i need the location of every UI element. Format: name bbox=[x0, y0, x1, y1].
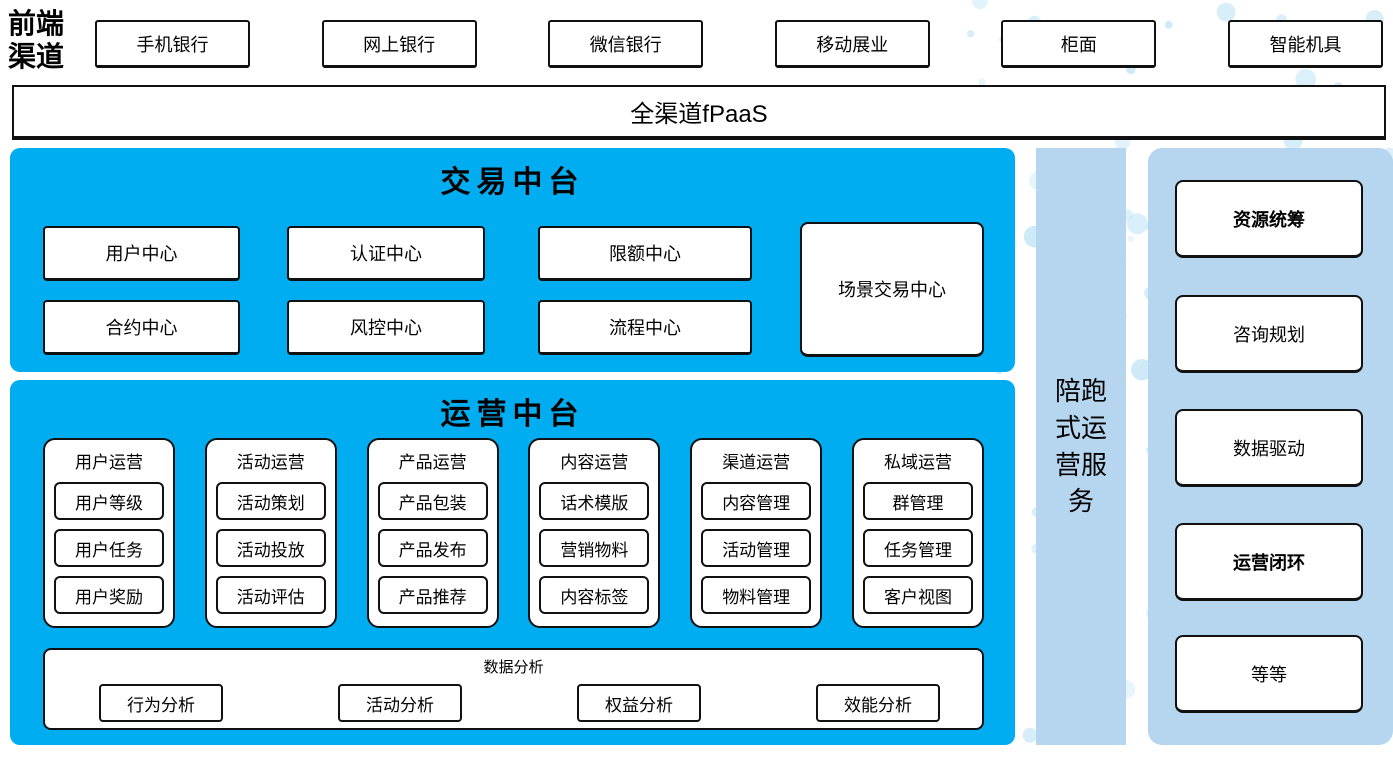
opitem: 产品推荐 bbox=[377, 576, 488, 614]
frontend-channels-label: 前端渠道 bbox=[8, 9, 65, 74]
data-analysis-strip: 数据分析 行为分析 活动分析 权益分析 效能分析 bbox=[43, 648, 984, 730]
opcol-private-domain-operation: 私域运营 群管理 任务管理 客户视图 bbox=[851, 438, 984, 628]
node-limit-center: 限额中心 bbox=[538, 226, 752, 281]
node-user-center: 用户中心 bbox=[43, 226, 240, 281]
channel-box-counter: 柜面 bbox=[1001, 20, 1157, 68]
opitem: 内容管理 bbox=[701, 482, 812, 520]
opitem: 任务管理 bbox=[862, 529, 973, 567]
channel-box-mobile-banking: 手机银行 bbox=[95, 20, 250, 68]
data-analysis-title: 数据分析 bbox=[483, 659, 544, 676]
opcol-activity-operation: 活动运营 活动策划 活动投放 活动评估 bbox=[204, 438, 337, 628]
opitem: 用户任务 bbox=[54, 529, 164, 567]
service-data-driven: 数据驱动 bbox=[1175, 409, 1363, 487]
companion-service-label: 陪跑式运营服务 bbox=[1054, 375, 1107, 517]
analysis-efficiency: 效能分析 bbox=[816, 684, 940, 722]
opitem: 客户视图 bbox=[862, 576, 973, 614]
analysis-behavior: 行为分析 bbox=[99, 684, 223, 722]
operation-platform-section: 运营中台 用户运营 用户等级 用户任务 用户奖励 活动运营 活动策划 活动投放 … bbox=[10, 380, 1015, 745]
trade-platform-section: 交易中台 用户中心 认证中心 限额中心 合约中心 风控中心 流程中心 场景交易中… bbox=[10, 148, 1015, 372]
opcol-header: 渠道运营 bbox=[722, 453, 791, 472]
opitem: 产品发布 bbox=[377, 529, 488, 567]
node-risk-center: 风控中心 bbox=[287, 300, 485, 355]
channel-box-wechat-banking: 微信银行 bbox=[548, 20, 704, 68]
node-contract-center: 合约中心 bbox=[43, 300, 240, 355]
node-auth-center: 认证中心 bbox=[287, 226, 485, 281]
opitem: 物料管理 bbox=[701, 576, 812, 614]
fpaas-bar: 全渠道fPaaS bbox=[12, 85, 1386, 140]
channel-box-online-banking: 网上银行 bbox=[321, 20, 477, 68]
companion-service-bar: 陪跑式运营服务 bbox=[1036, 148, 1126, 745]
opcol-content-operation: 内容运营 话术模版 营销物料 内容标签 bbox=[528, 438, 661, 628]
opitem: 产品包装 bbox=[377, 482, 488, 520]
node-scenario-trade-center: 场景交易中心 bbox=[800, 222, 984, 357]
service-operation-loop: 运营闭环 bbox=[1175, 523, 1363, 601]
channel-box-smart-machines: 智能机具 bbox=[1227, 20, 1383, 68]
opcol-header: 内容运营 bbox=[560, 453, 629, 472]
opcol-header: 私域运营 bbox=[883, 453, 952, 472]
opcol-header: 用户运营 bbox=[75, 453, 143, 472]
service-consulting-planning: 咨询规划 bbox=[1175, 295, 1363, 373]
opitem: 用户奖励 bbox=[54, 576, 164, 614]
service-resource-coordination: 资源统筹 bbox=[1175, 180, 1363, 258]
opitem: 活动投放 bbox=[215, 529, 326, 567]
trade-platform-title: 交易中台 bbox=[440, 166, 585, 199]
node-process-center: 流程中心 bbox=[538, 300, 752, 355]
opitem: 话术模版 bbox=[539, 482, 650, 520]
operation-platform-title: 运营中台 bbox=[440, 398, 585, 431]
service-etc: 等等 bbox=[1175, 635, 1363, 713]
opcol-user-operation: 用户运营 用户等级 用户任务 用户奖励 bbox=[43, 438, 175, 628]
channel-box-mobile-marketing: 移动展业 bbox=[774, 20, 930, 68]
opitem: 活动管理 bbox=[701, 529, 812, 567]
opitem: 活动评估 bbox=[215, 576, 326, 614]
opitem: 群管理 bbox=[862, 482, 973, 520]
opitem: 内容标签 bbox=[539, 576, 650, 614]
analysis-activity: 活动分析 bbox=[338, 684, 462, 722]
frontend-channels-row: 手机银行 网上银行 微信银行 移动展业 柜面 智能机具 bbox=[95, 20, 1383, 68]
opitem: 用户等级 bbox=[54, 482, 164, 520]
opitem: 活动策划 bbox=[215, 482, 326, 520]
operation-columns: 用户运营 用户等级 用户任务 用户奖励 活动运营 活动策划 活动投放 活动评估 … bbox=[43, 438, 984, 630]
services-panel: 资源统筹 咨询规划 数据驱动 运营闭环 等等 bbox=[1148, 148, 1393, 745]
data-analysis-items: 行为分析 活动分析 权益分析 效能分析 bbox=[45, 677, 982, 722]
analysis-rights: 权益分析 bbox=[577, 684, 701, 722]
opcol-product-operation: 产品运营 产品包装 产品发布 产品推荐 bbox=[366, 438, 499, 628]
opcol-header: 活动运营 bbox=[236, 453, 305, 472]
opcol-header: 产品运营 bbox=[398, 453, 467, 472]
opitem: 营销物料 bbox=[539, 529, 650, 567]
opcol-channel-operation: 渠道运营 内容管理 活动管理 物料管理 bbox=[690, 438, 823, 628]
